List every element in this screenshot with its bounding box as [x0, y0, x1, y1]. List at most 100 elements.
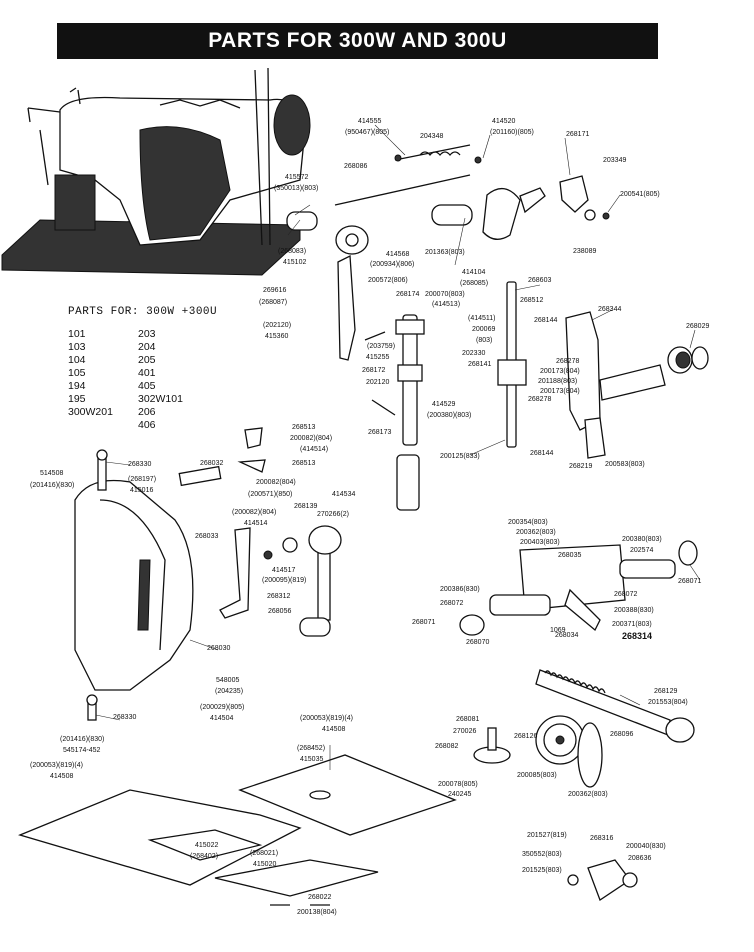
bed-plates	[18, 754, 638, 906]
part-label: 268056	[268, 608, 291, 615]
models-col-2: 203 204 205 401 405 302W101 206 406	[138, 328, 208, 432]
part-label: 200138(804)	[297, 909, 337, 916]
part-label: 1069	[550, 627, 566, 634]
part-label: (201416)(830)	[30, 482, 74, 489]
part-label: 268035	[558, 552, 581, 559]
part-label: 414520	[492, 118, 515, 125]
model-item: 194	[68, 380, 86, 392]
part-label: (200082)(804)	[232, 509, 276, 516]
part-label: (202120)	[263, 322, 291, 329]
part-label: 268330	[128, 461, 151, 468]
part-label: 514508	[40, 470, 63, 477]
part-label: 414508	[322, 726, 345, 733]
part-label: 415572	[285, 174, 308, 181]
part-label: 269616	[263, 287, 286, 294]
model-item: 401	[138, 367, 156, 379]
part-label: (268087)	[259, 299, 287, 306]
page-title: PARTS FOR 300W AND 300U	[57, 23, 658, 59]
part-label: 208636	[628, 855, 651, 862]
sewing-machine-illustration	[1, 67, 311, 276]
part-label: 268278	[556, 358, 579, 365]
part-label: 268314	[622, 631, 652, 641]
part-label: (414514)	[300, 446, 328, 453]
part-label: 415020	[253, 861, 276, 868]
model-item: 104	[68, 354, 86, 366]
part-label: 414555	[358, 118, 381, 125]
model-item: 204	[138, 341, 156, 353]
part-label: (803)	[476, 337, 492, 344]
part-label: 204348	[420, 133, 443, 140]
part-label: 270026	[453, 728, 476, 735]
part-label: 238089	[573, 248, 596, 255]
part-label: (414511)	[468, 315, 496, 322]
part-label: 200173(804)	[540, 388, 580, 395]
part-label: (268402)	[190, 853, 218, 860]
part-label: 268278	[528, 396, 551, 403]
upper-mechanism	[286, 144, 610, 361]
leader-lines	[95, 124, 701, 770]
part-label: 270266(2)	[317, 511, 349, 518]
part-label: 268032	[200, 460, 223, 467]
model-item: 300W201	[68, 406, 113, 418]
part-label: (200571)(850)	[248, 491, 292, 498]
part-label: 200173(804)	[540, 368, 580, 375]
part-label: 200070(803)	[425, 291, 465, 298]
part-label: 200583(803)	[605, 461, 645, 468]
part-label: 268513	[292, 424, 315, 431]
part-label: (204235)	[215, 688, 243, 695]
part-label: 200040(830)	[626, 843, 666, 850]
part-label: 200354(803)	[508, 519, 548, 526]
part-label: 414534	[332, 491, 355, 498]
part-label: 200572(806)	[368, 277, 408, 284]
part-label: 268173	[368, 429, 391, 436]
part-label: 414568	[386, 251, 409, 258]
part-label: 200069	[472, 326, 495, 333]
part-label: 268072	[440, 600, 463, 607]
part-label: (268452)	[297, 745, 325, 752]
model-item: 101	[68, 328, 86, 340]
model-item: 195	[68, 393, 86, 405]
part-label: 201527(819)	[527, 832, 567, 839]
part-label: 268144	[534, 317, 557, 324]
part-label: 414514	[244, 520, 267, 527]
part-label: 415102	[283, 259, 306, 266]
part-label: 200362(803)	[568, 791, 608, 798]
part-label: 268126	[514, 733, 537, 740]
part-label: (201416)(830)	[60, 736, 104, 743]
models-header: PARTS FOR: 300W +300U	[68, 306, 218, 318]
part-label: 414104	[462, 269, 485, 276]
part-label: 268072	[614, 591, 637, 598]
part-label: 200078(805)	[438, 781, 478, 788]
part-label: 415016	[130, 487, 153, 494]
part-label: 201363(803)	[425, 249, 465, 256]
part-label: 268081	[456, 716, 479, 723]
part-label: (268085)	[460, 280, 488, 287]
model-item: 105	[68, 367, 86, 379]
part-label: (201160)(805)	[490, 129, 534, 136]
part-label: (203759)	[367, 343, 395, 350]
part-label: (200380)(803)	[427, 412, 471, 419]
part-label: 202330	[462, 350, 485, 357]
part-label: 268030	[207, 645, 230, 652]
part-label: 268033	[195, 533, 218, 540]
part-label: (268197)	[128, 476, 156, 483]
part-label: 268144	[530, 450, 553, 457]
model-item: 205	[138, 354, 156, 366]
part-label: (200053)(819)(4)	[30, 762, 83, 769]
part-label: 268344	[598, 306, 621, 313]
hook-assembly	[459, 540, 698, 636]
model-item: 103	[68, 341, 86, 353]
part-label: 200380(803)	[622, 536, 662, 543]
part-label: 268330	[113, 714, 136, 721]
model-item: 405	[138, 380, 156, 392]
part-label: 268141	[468, 361, 491, 368]
part-label: 268086	[344, 163, 367, 170]
part-label: 268312	[267, 593, 290, 600]
part-label: 415255	[366, 354, 389, 361]
part-label: 200388(830)	[614, 607, 654, 614]
part-label: (200053)(819)(4)	[300, 715, 353, 722]
part-label: 200125(833)	[440, 453, 480, 460]
needle-bar-assembly	[364, 281, 709, 511]
part-label: 202574	[630, 547, 653, 554]
